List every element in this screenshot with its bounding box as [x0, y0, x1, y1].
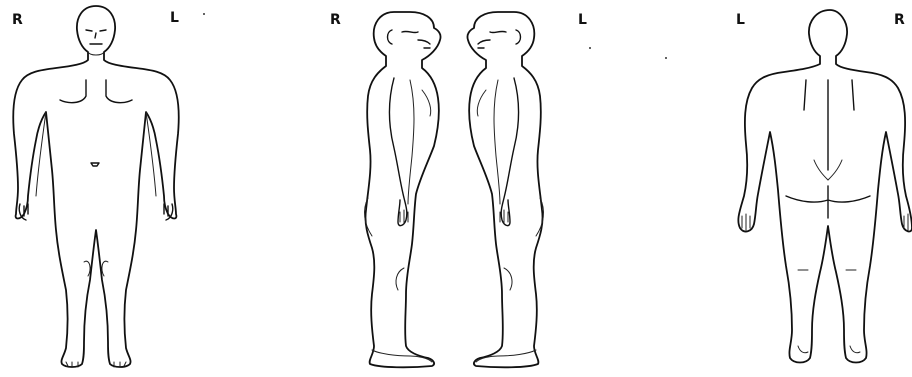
speck [665, 57, 667, 59]
back-silhouette [738, 10, 912, 363]
right-side-arm-inner [408, 80, 414, 204]
back-shoulder-blade-left [804, 80, 806, 110]
right-side-view-marker: R [330, 12, 341, 28]
left-side-silhouette [467, 12, 542, 367]
right-side-chest [422, 90, 431, 116]
front-chest-line-right [106, 80, 132, 103]
front-face-eyes [86, 30, 106, 31]
right-side-ear [388, 30, 393, 44]
back-shoulder-blade-right [852, 80, 854, 110]
left-side-arm [501, 78, 518, 226]
speck [203, 13, 205, 15]
front-view-right-marker: R [12, 12, 23, 28]
left-side-chest [477, 90, 486, 116]
front-knee-left [84, 261, 90, 276]
speck [589, 47, 591, 49]
front-view-figure[interactable]: R L [12, 6, 205, 367]
front-face-nose-mouth [90, 33, 102, 44]
front-view-left-marker: L [170, 10, 179, 26]
right-side-arm [390, 78, 407, 226]
front-neck-lines [88, 52, 104, 55]
left-side-knee [504, 268, 512, 290]
right-side-view-figure[interactable]: R [330, 12, 441, 367]
front-arm-inner-right [146, 112, 156, 196]
back-view-figure[interactable]: L R [736, 10, 912, 363]
left-side-arm-inner [494, 80, 500, 204]
back-buttocks [786, 186, 870, 218]
left-side-view-marker: L [578, 12, 587, 28]
back-view-left-marker: L [736, 12, 745, 28]
back-hand-right [904, 214, 908, 230]
right-side-silhouette [365, 12, 440, 367]
right-side-face-features [402, 31, 430, 48]
right-side-knee [396, 268, 404, 290]
left-side-ear [516, 30, 521, 44]
back-heels [798, 346, 860, 353]
left-side-face-features [478, 31, 506, 48]
front-chest-line-left [60, 80, 86, 103]
front-arm-inner-left [36, 112, 46, 196]
front-navel [91, 163, 99, 166]
back-view-right-marker: R [894, 12, 905, 28]
back-hand-left [742, 214, 750, 230]
left-side-view-figure[interactable]: L [467, 12, 667, 367]
front-head [13, 6, 178, 367]
front-knee-right [102, 261, 108, 276]
